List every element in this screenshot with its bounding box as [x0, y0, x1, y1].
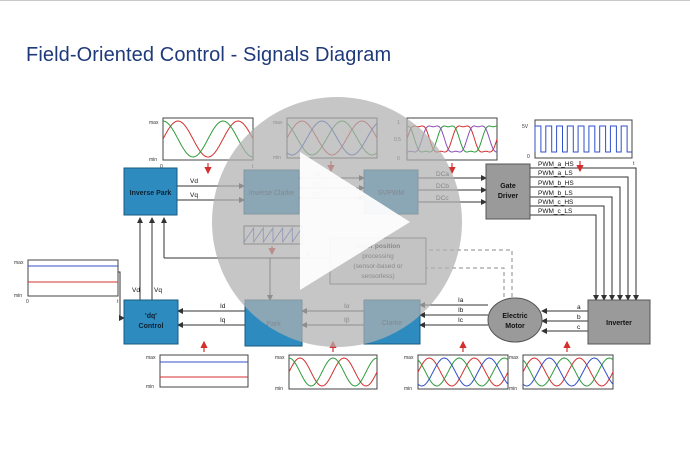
- v-q-label: Vq: [190, 192, 198, 199]
- page-title: Field-Oriented Control - Signals Diagram: [26, 44, 392, 66]
- theta-label: θ: [306, 251, 310, 258]
- svg-text:Control: Control: [139, 323, 164, 330]
- inverter-label: Inverter: [606, 320, 632, 327]
- gate-driver-block: Gate Driver: [485, 163, 531, 220]
- svg-text:max: max: [149, 120, 159, 126]
- inverse-park-block: Inverse Park: [123, 167, 178, 216]
- svg-text:t: t: [117, 299, 119, 305]
- pwm-c-ls-label: PWM_c_LS: [538, 208, 573, 215]
- pwm-b-hs-label: PWM_b_HS: [538, 180, 574, 187]
- plot-current-abc: max min: [404, 354, 509, 392]
- svg-text:max: max: [273, 120, 283, 126]
- svg-text:max: max: [14, 260, 24, 266]
- svg-text:processing: processing: [362, 253, 394, 260]
- svg-text:min: min: [14, 293, 22, 299]
- svg-text:5V: 5V: [522, 124, 529, 130]
- sensor-feedback-lines: [426, 249, 513, 297]
- svg-text:max: max: [275, 355, 285, 361]
- svg-text:0: 0: [160, 164, 163, 170]
- svg-text:Motor: Motor: [505, 323, 525, 330]
- dq-control-block: 'dq' Control: [123, 299, 179, 345]
- phase-c-label: c: [577, 324, 581, 331]
- svg-text:(sensor-based or: (sensor-based or: [353, 263, 403, 270]
- svg-text:Rotor position: Rotor position: [356, 243, 400, 250]
- plot-voltage-dq-top: max min 0 t: [149, 117, 254, 170]
- svpwm-label: SVPWM: [378, 190, 405, 197]
- phase-a-label: a: [577, 304, 581, 311]
- svg-text:min: min: [404, 386, 412, 392]
- svg-text:max: max: [146, 355, 156, 361]
- svg-text:sensorless): sensorless): [361, 273, 394, 280]
- gate-driver-label-line1: Gate: [500, 183, 516, 190]
- electric-motor-block: Electric Motor: [487, 297, 543, 343]
- plot-current-alpha-beta: max min: [275, 354, 378, 392]
- plot-voltage-abc-bottom: max min: [509, 354, 614, 392]
- svg-text:min: min: [275, 386, 283, 392]
- svg-text:0.5: 0.5: [394, 137, 401, 143]
- park-label: Park: [266, 321, 281, 328]
- pwm-a-ls-label: PWM_a_LS: [538, 170, 573, 177]
- inverse-clarke-label: Inverse Clarke: [249, 190, 294, 197]
- plot-pwm: 5V 0 t: [522, 119, 635, 167]
- pwm-a-hs-label: PWM_a_HS: [538, 161, 574, 168]
- gate-driver-label-line2: Driver: [498, 193, 519, 200]
- plot-reference-input: max min 0 t: [14, 259, 119, 305]
- inverse-clarke-block: Inverse Clarke: [243, 169, 300, 215]
- plot-theta-sawtooth: [243, 225, 303, 245]
- i-q-label: Iq: [220, 317, 226, 324]
- svg-text:0: 0: [397, 156, 400, 162]
- i-a-label: Ia: [458, 297, 464, 304]
- i-beta-label: Iβ: [344, 317, 350, 324]
- clarke-label: Clarke: [382, 320, 402, 327]
- svg-text:0: 0: [26, 299, 29, 305]
- plot-voltage-abc-top: max min: [273, 117, 378, 161]
- plot-current-dq: max min: [146, 354, 249, 390]
- clarke-block: Clarke: [363, 299, 421, 345]
- v-b-label: Vb: [313, 181, 321, 188]
- v-c-label: Vc: [313, 191, 321, 198]
- i-c-label: Ic: [458, 317, 464, 324]
- i-b-label: Ib: [458, 307, 464, 314]
- pwm-b-ls-label: PWM_b_LS: [538, 190, 573, 197]
- vq-feedback-label: Vq: [154, 287, 162, 294]
- svg-text:min: min: [509, 386, 517, 392]
- rotor-position-block: Rotor position processing (sensor-based …: [329, 237, 427, 285]
- svg-text:t: t: [252, 164, 254, 170]
- dc-a-label: DCa: [436, 171, 449, 178]
- svg-text:min: min: [149, 157, 157, 163]
- svg-text:min: min: [273, 155, 281, 161]
- svg-text:min: min: [146, 384, 154, 390]
- phase-b-label: b: [577, 314, 581, 321]
- inverter-block: Inverter: [587, 299, 651, 345]
- pwm-c-hs-label: PWM_c_HS: [538, 199, 574, 206]
- svg-text:Electric: Electric: [502, 313, 527, 320]
- svg-text:1: 1: [397, 120, 400, 126]
- v-d-label: Vd: [190, 178, 198, 185]
- svg-text:t: t: [633, 161, 635, 167]
- svg-text:0: 0: [527, 154, 530, 160]
- inverse-park-label: Inverse Park: [130, 190, 172, 197]
- vd-feedback-label: Vd: [132, 287, 140, 294]
- svg-text:max: max: [509, 355, 519, 361]
- dc-b-label: DCb: [436, 183, 449, 190]
- i-d-label: Id: [220, 303, 226, 310]
- svpwm-block: SVPWM: [363, 169, 419, 215]
- svg-text:'dq': 'dq': [145, 313, 157, 320]
- top-divider: [0, 0, 690, 1]
- i-alpha-label: Iα: [344, 303, 350, 310]
- park-block: Park: [244, 299, 303, 347]
- plot-duty-cycle: 1 0.5 0: [394, 117, 498, 162]
- v-a-label: Va: [313, 171, 321, 178]
- svg-text:max: max: [404, 355, 414, 361]
- dc-c-label: DCc: [436, 195, 449, 202]
